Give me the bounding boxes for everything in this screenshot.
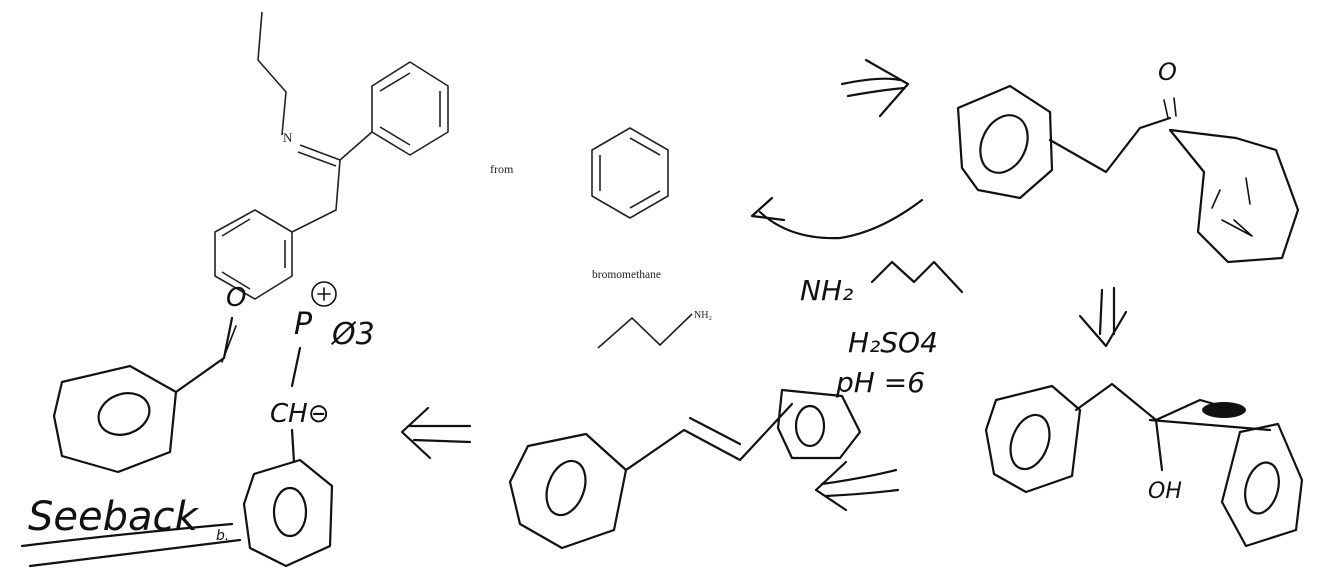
benzene-structure bbox=[591, 127, 669, 219]
seeback-text: Seeback bbox=[28, 494, 200, 540]
curved-arrow bbox=[750, 196, 924, 240]
ylide-phi3: Ø3 bbox=[330, 317, 375, 352]
retro-arrow-right bbox=[840, 58, 910, 118]
bromomethane-label: bromomethane bbox=[592, 269, 661, 281]
aldehyde-oxygen: O bbox=[226, 283, 246, 313]
retro-arrow-left-lower bbox=[814, 460, 900, 512]
seeback-signature: Seeback b. bbox=[20, 494, 242, 568]
alcohol-oh: OH bbox=[1148, 479, 1182, 504]
ketone-sketch: O bbox=[956, 58, 1300, 264]
from-label: from bbox=[490, 162, 514, 176]
scribble-mark bbox=[1202, 402, 1246, 418]
amine-label: NH₂ bbox=[694, 310, 712, 321]
imine-n-label: N bbox=[283, 130, 293, 145]
ph-text: pH =6 bbox=[835, 366, 925, 399]
retro-arrow-down bbox=[1078, 286, 1128, 348]
ylide-sketch: P Ø3 CH⊖ bbox=[242, 281, 375, 568]
ylide-p: P bbox=[294, 307, 313, 342]
amine-reagent-text: NH₂ bbox=[800, 274, 853, 307]
alkene-sketch bbox=[508, 388, 862, 550]
ketone-oxygen: O bbox=[1158, 58, 1177, 86]
acid-text: H₂SO4 bbox=[848, 326, 938, 359]
propylamine-structure: NH₂ bbox=[597, 310, 712, 349]
amine-reagent-note: NH₂ bbox=[800, 260, 964, 307]
alcohol-sketch: OH bbox=[984, 382, 1304, 548]
target-imine-structure: N bbox=[214, 11, 449, 300]
aldehyde-sketch: O bbox=[52, 283, 246, 474]
seeback-subscript: b. bbox=[216, 528, 229, 544]
retro-arrow-left bbox=[400, 406, 472, 460]
carbanion-text: CH⊖ bbox=[270, 399, 330, 429]
